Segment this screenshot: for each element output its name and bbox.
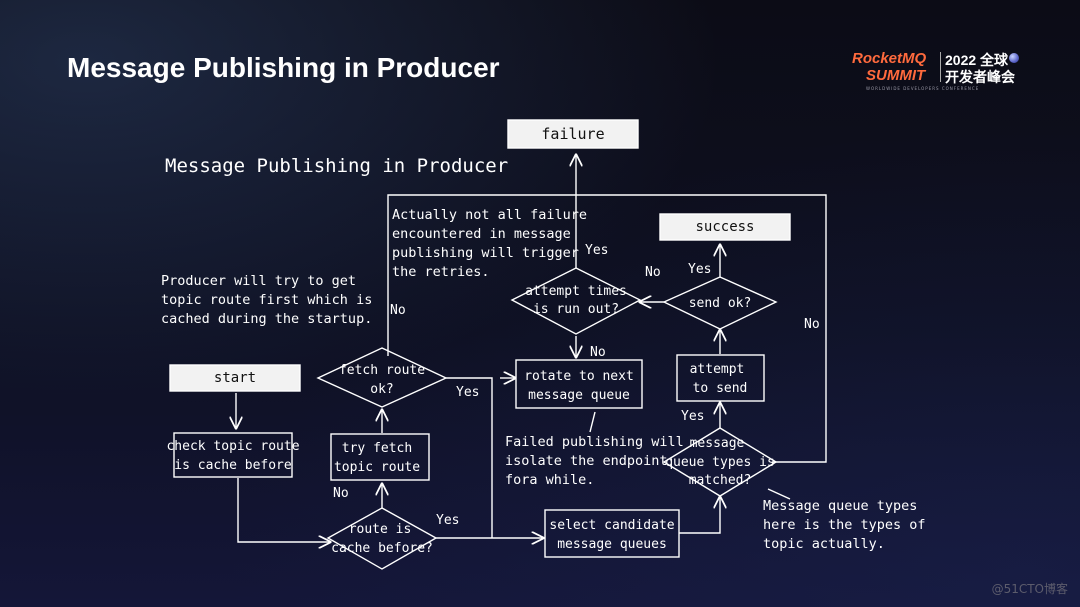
logo-summit: SUMMIT bbox=[866, 67, 926, 84]
attempt-send-line-2: to send bbox=[693, 381, 748, 396]
edge-fetchok-yes bbox=[446, 377, 493, 538]
note-pointer-isolate bbox=[589, 411, 596, 433]
retry-note-line-2: encountered in message bbox=[392, 226, 571, 242]
success-node: success bbox=[659, 213, 791, 241]
attempt-runout-decision: attempt times is run out? bbox=[510, 267, 642, 335]
failure-node: failure bbox=[507, 119, 639, 149]
select-queues-node: select candidate message queues bbox=[544, 509, 680, 558]
connectors bbox=[236, 155, 827, 542]
fetch-ok-decision: fetch route ok? bbox=[316, 347, 448, 408]
route-cached-decision: route is cache before? bbox=[326, 507, 438, 570]
select-line-1: select candidate bbox=[549, 518, 674, 533]
label-sendok-yes: Yes bbox=[688, 262, 711, 277]
logo-brand: RocketMQ bbox=[852, 50, 927, 67]
isolate-note: Failed publishing will isolate the endpo… bbox=[505, 434, 684, 488]
label-sendok-no: No bbox=[645, 265, 661, 280]
matched-line-3: matched? bbox=[689, 473, 752, 488]
send-ok-label: send ok? bbox=[689, 296, 752, 311]
try-fetch-line-1: try fetch bbox=[342, 441, 412, 456]
start-node: start bbox=[169, 364, 301, 392]
route-note-line-3: cached during the startup. bbox=[161, 311, 372, 327]
types-note-line-3: topic actually. bbox=[763, 536, 885, 552]
edge-select-matched bbox=[679, 497, 720, 534]
retry-note: Actually not all failure encountered in … bbox=[392, 207, 587, 280]
label-route-no: No bbox=[333, 486, 349, 501]
try-fetch-node: try fetch topic route bbox=[330, 433, 430, 481]
note-pointer-types bbox=[767, 488, 791, 500]
attempt-send-node: attempt to send bbox=[676, 354, 765, 402]
logo-year: 2022 全球 bbox=[945, 52, 1009, 68]
attempt-send-line-1: attempt bbox=[690, 362, 745, 377]
fetch-ok-line-2: ok? bbox=[370, 382, 393, 397]
isolate-note-line-2: isolate the endpoint bbox=[505, 453, 668, 469]
try-fetch-line-2: topic route bbox=[334, 460, 420, 475]
runout-line-1: attempt times bbox=[525, 284, 627, 299]
runout-line-2: is run out? bbox=[533, 302, 619, 317]
label-fetchok-yes: Yes bbox=[456, 385, 479, 400]
label-matched-yes: Yes bbox=[681, 409, 704, 424]
label-matched-no: No bbox=[804, 317, 820, 332]
label-route-yes: Yes bbox=[436, 513, 459, 528]
edge-fetchok-no bbox=[387, 194, 827, 463]
isolate-note-line-3: fora while. bbox=[505, 472, 594, 488]
rotate-queue-node: rotate to next message queue bbox=[515, 359, 643, 409]
route-note-line-2: topic route first which is bbox=[161, 292, 372, 308]
fetch-ok-line-1: fetch route bbox=[339, 363, 425, 378]
label-runout-no: No bbox=[590, 345, 606, 360]
route-note: Producer will try to get topic route fir… bbox=[161, 273, 372, 327]
retry-note-line-3: publishing will trigger bbox=[392, 245, 579, 261]
slide-title: Message Publishing in Producer bbox=[67, 52, 500, 83]
planet-icon bbox=[1009, 53, 1019, 63]
logo-subtitle: WORLDWIDE DEVELOPERS CONFERENCE bbox=[866, 86, 980, 91]
edge-labels: No Yes No Yes Yes No No Yes Yes No bbox=[333, 243, 820, 528]
select-line-2: message queues bbox=[557, 537, 667, 552]
matched-line-1: message bbox=[690, 436, 745, 451]
route-cached-line-2: cache before? bbox=[331, 541, 433, 556]
retry-note-line-1: Actually not all failure bbox=[392, 207, 587, 223]
isolate-note-line-1: Failed publishing will bbox=[505, 434, 684, 450]
rocketmq-summit-logo: RocketMQ SUMMIT 2022 全球 开发者峰会 WORLDWIDE … bbox=[852, 50, 1032, 96]
route-cached-line-1: route is bbox=[349, 522, 412, 537]
types-note-line-2: here is the types of bbox=[763, 517, 926, 533]
logo-divider bbox=[940, 52, 941, 82]
check-cache-line-2: is cache before bbox=[174, 458, 292, 473]
rotate-line-1: rotate to next bbox=[524, 369, 634, 384]
matched-line-2: queue types is bbox=[665, 455, 775, 470]
label-fetchok-no: No bbox=[390, 303, 406, 318]
diagram-heading: Message Publishing in Producer bbox=[165, 155, 508, 177]
types-note-line-1: Message queue types bbox=[763, 498, 917, 514]
retry-note-line-4: the retries. bbox=[392, 264, 490, 280]
logo-event-cn: 开发者峰会 bbox=[945, 69, 1015, 85]
start-label: start bbox=[214, 370, 256, 386]
check-cache-node: check topic route is cache before bbox=[166, 432, 300, 478]
watermark: @51CTO博客 bbox=[991, 582, 1068, 596]
send-ok-decision: send ok? bbox=[662, 276, 778, 330]
check-cache-line-1: check topic route bbox=[166, 439, 299, 454]
failure-label: failure bbox=[541, 125, 604, 143]
types-matched-decision: message queue types is matched? bbox=[662, 427, 778, 497]
label-runout-yes: Yes bbox=[585, 243, 608, 258]
types-note: Message queue types here is the types of… bbox=[763, 498, 926, 552]
route-note-line-1: Producer will try to get bbox=[161, 273, 356, 289]
success-label: success bbox=[695, 219, 754, 235]
rotate-line-2: message queue bbox=[528, 388, 630, 403]
edge-check-route bbox=[237, 478, 330, 542]
